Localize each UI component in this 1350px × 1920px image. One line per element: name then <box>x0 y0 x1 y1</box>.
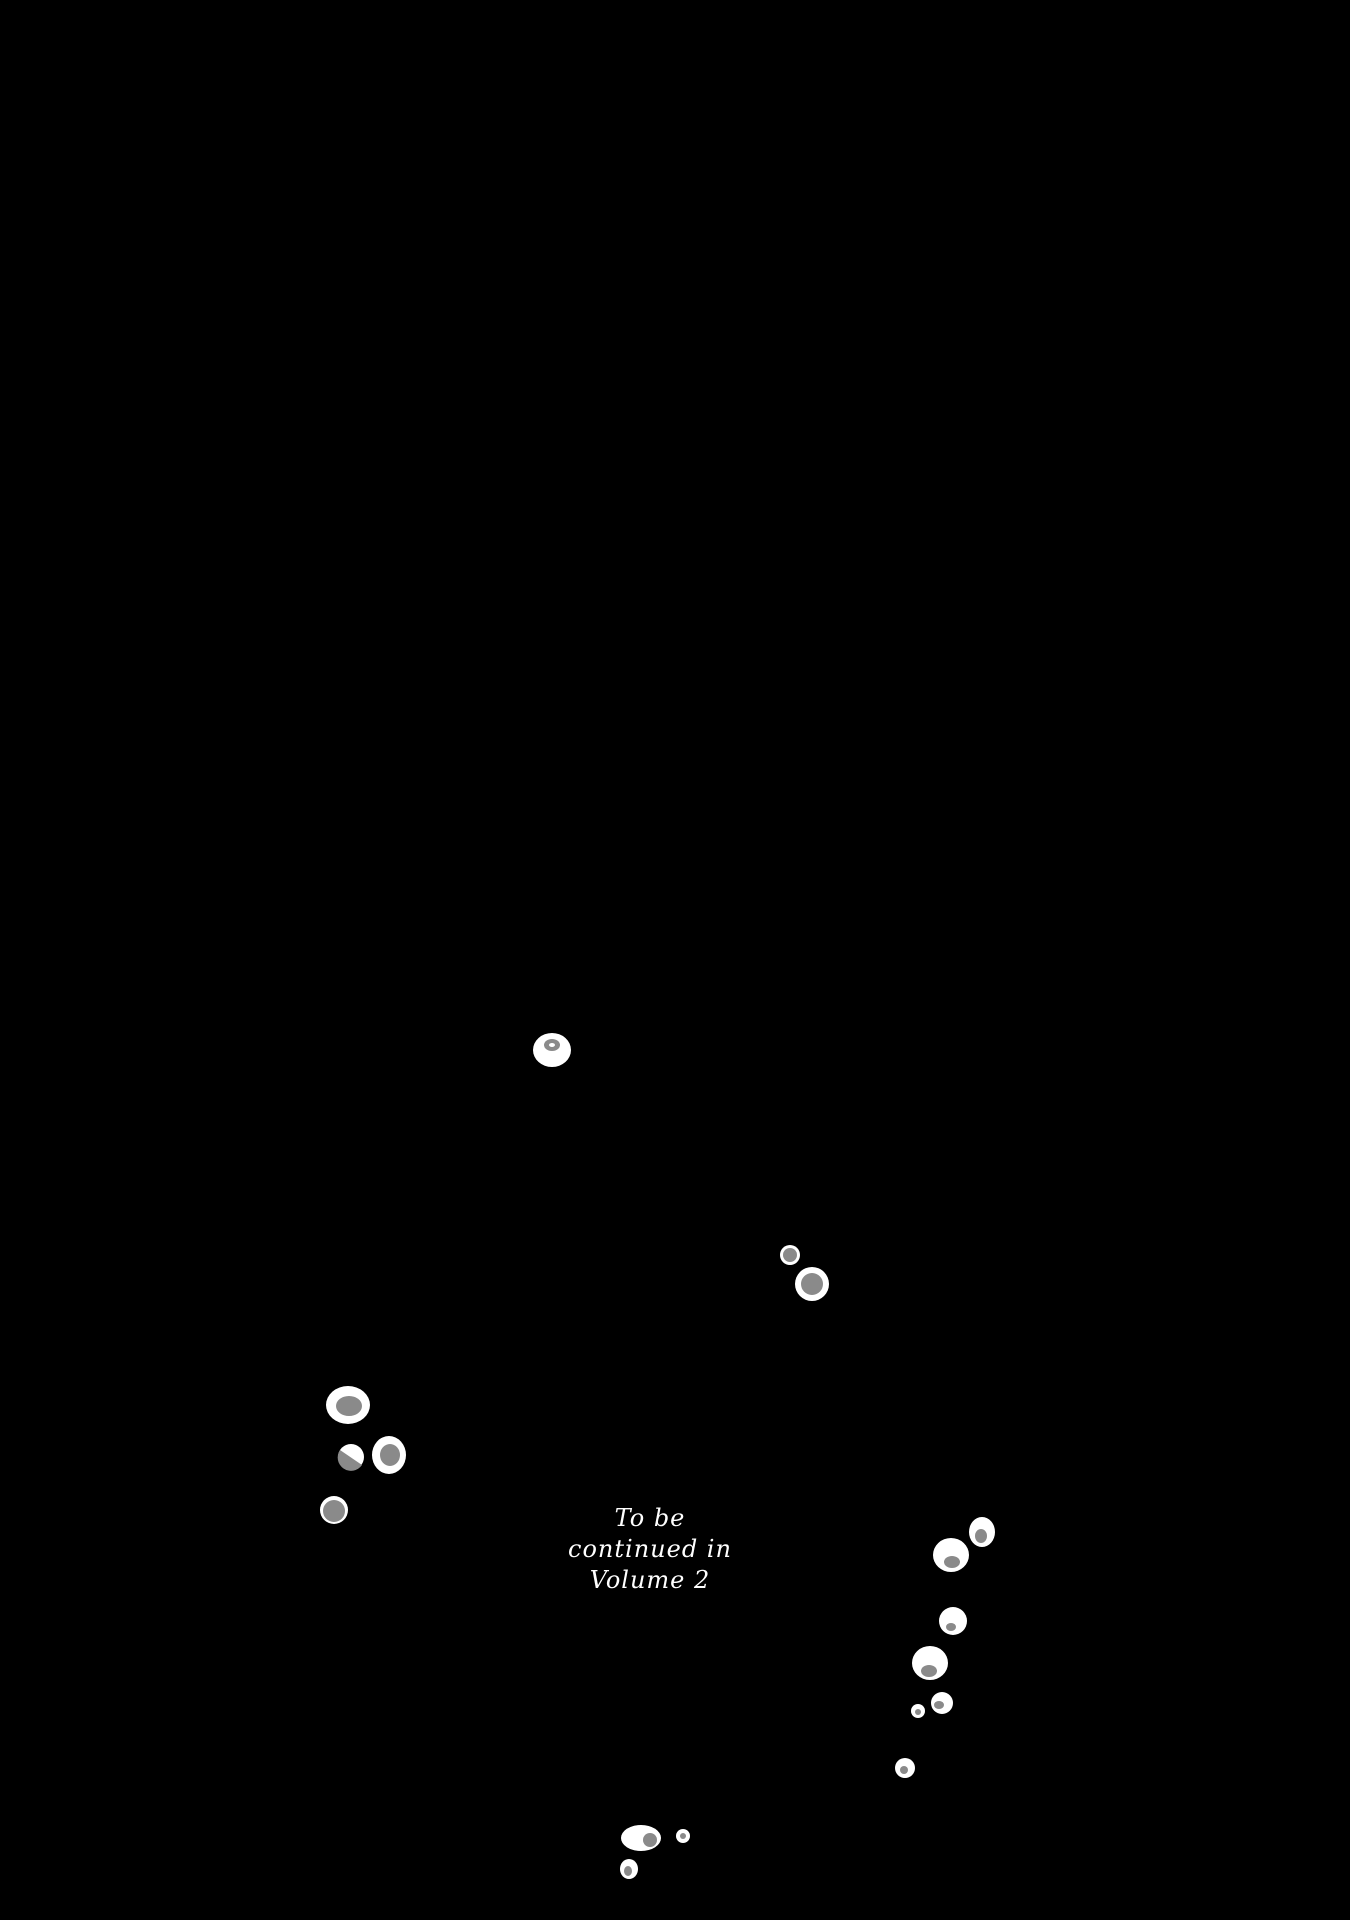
pupil <box>380 1444 400 1466</box>
pupil <box>643 1833 657 1847</box>
pupil <box>336 1396 362 1416</box>
pupil <box>783 1248 797 1262</box>
caption-line-3: Volume 2 <box>589 1566 711 1594</box>
pupil <box>337 1450 362 1471</box>
pupil <box>934 1701 944 1709</box>
eye-cluster-bottom <box>620 1825 690 1879</box>
eye-pair-right-middle <box>780 1245 829 1301</box>
eye <box>939 1607 967 1635</box>
caption-line-1: To be <box>614 1504 686 1532</box>
eye <box>912 1646 948 1680</box>
pupil <box>323 1500 345 1522</box>
eye <box>933 1538 969 1572</box>
eye-cluster-right <box>895 1517 995 1778</box>
pupil <box>946 1623 956 1631</box>
pupil <box>624 1866 632 1876</box>
continuation-caption: To be continued in Volume 2 <box>540 1503 760 1596</box>
pupil <box>921 1665 937 1677</box>
eye-pair-center-top <box>533 1033 571 1067</box>
pupil <box>975 1529 987 1543</box>
pupil <box>915 1709 921 1715</box>
caption-line-2: continued in <box>568 1535 732 1563</box>
pupil-highlight <box>549 1043 555 1047</box>
pupil <box>801 1273 823 1295</box>
pupil <box>944 1556 960 1568</box>
pupil <box>680 1833 686 1839</box>
eye-cluster-left <box>320 1386 406 1524</box>
pupil <box>900 1766 908 1774</box>
